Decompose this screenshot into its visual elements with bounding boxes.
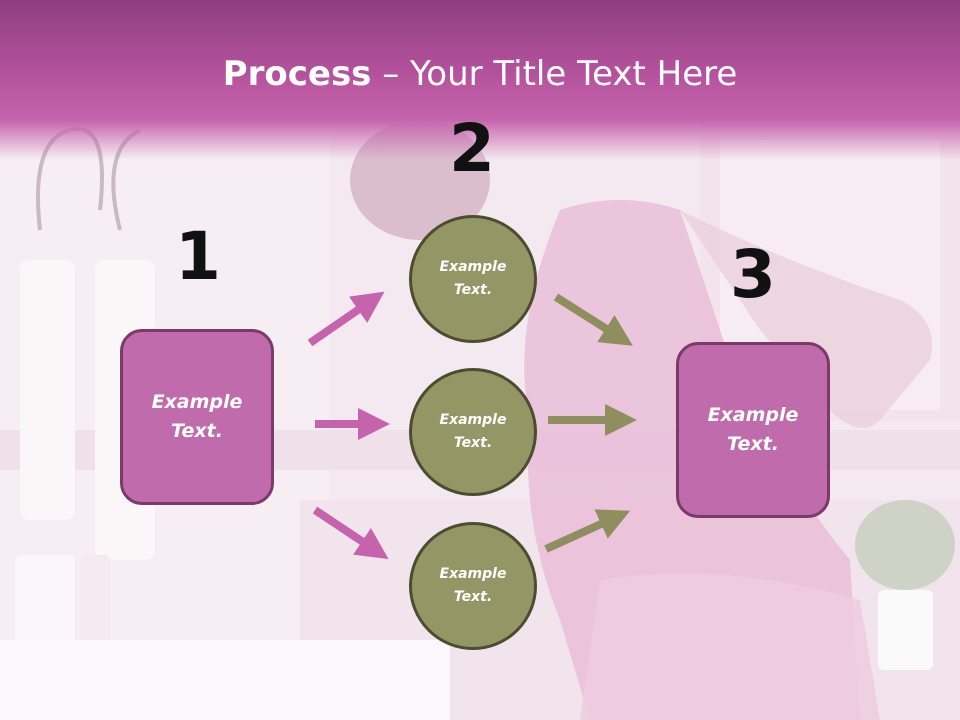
page-title: Process – Your Title Text Here	[0, 54, 960, 94]
arrow-1-to-2a	[307, 291, 385, 347]
step-2-circle-top: Example Text.	[409, 215, 537, 343]
arrow-1-to-2c	[312, 506, 389, 560]
step-2-circle-middle-text: Example Text.	[439, 412, 507, 451]
arrow-2c-to-3	[544, 509, 631, 553]
step-3-text: Example Text.	[707, 404, 799, 455]
title-band	[0, 0, 960, 160]
step-1-box: Example Text.	[120, 329, 274, 505]
step-2-circle-bottom: Example Text.	[409, 522, 537, 650]
arrow-2a-to-3	[553, 293, 633, 346]
step-number-1: 1	[175, 218, 221, 295]
step-2-circle-middle: Example Text.	[409, 368, 537, 496]
step-2-circle-top-text: Example Text.	[439, 259, 507, 298]
title-rest: – Your Title Text Here	[371, 54, 738, 94]
step-number-2: 2	[449, 110, 495, 187]
step-2-circle-bottom-text: Example Text.	[439, 566, 507, 605]
step-number-3: 3	[730, 236, 776, 313]
step-1-text: Example Text.	[151, 391, 243, 442]
step-3-box: Example Text.	[676, 342, 830, 518]
title-bold: Process	[222, 54, 372, 94]
